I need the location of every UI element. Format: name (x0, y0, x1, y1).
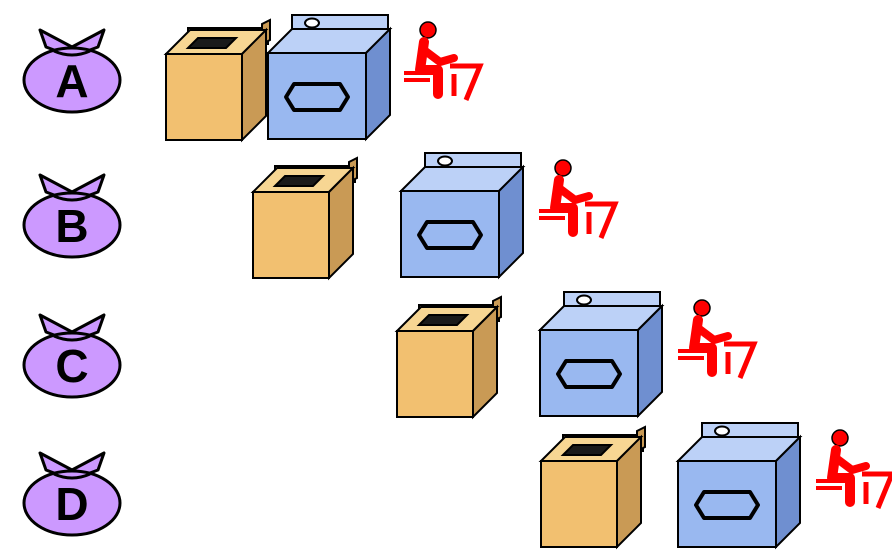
folding-person-icon (539, 159, 619, 239)
row-label: D (55, 478, 88, 530)
laundry-bag-icon: D (22, 451, 122, 537)
laundry-bag-icon: A (22, 28, 122, 114)
row-label: A (55, 55, 88, 107)
washer-icon (538, 425, 646, 550)
folding-person-icon (404, 21, 484, 101)
dryer-icon (537, 291, 665, 419)
row-label: B (55, 200, 88, 252)
laundry-bag-icon: C (22, 313, 122, 399)
laundry-bag-icon: B (22, 173, 122, 259)
dryer-icon (265, 14, 393, 142)
row-label: C (55, 340, 88, 392)
washer-icon (394, 295, 502, 420)
dryer-icon (398, 152, 526, 280)
dryer-icon (675, 422, 803, 550)
folding-person-icon (678, 299, 758, 379)
washer-icon (163, 18, 271, 143)
folding-person-icon (816, 429, 892, 509)
washer-icon (250, 156, 358, 281)
